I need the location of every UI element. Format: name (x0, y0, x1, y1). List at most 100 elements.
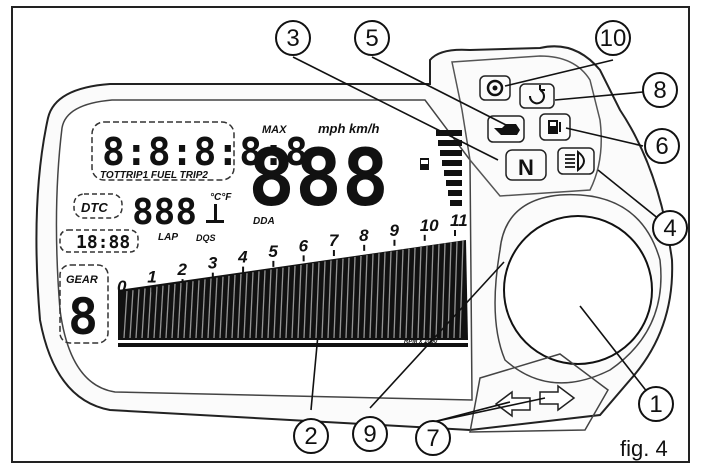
rpm-segment-divider (255, 271, 260, 339)
callout-3: 3 (275, 20, 311, 56)
rpm-tick-mark (211, 272, 214, 279)
rpm-segment-divider (279, 267, 284, 339)
callout-number: 10 (600, 25, 627, 52)
temp-digits: 888 (132, 192, 197, 233)
callout-circle (352, 416, 388, 452)
oil-pressure-icon (487, 115, 525, 143)
rpm-tick-mark (393, 239, 396, 246)
neutral-light: N (505, 149, 547, 181)
rpm-segment-divider (291, 265, 296, 339)
rpm-segment-divider (417, 246, 422, 339)
rpm-segment-divider (333, 259, 338, 339)
callout-1: 1 (638, 386, 674, 422)
rpm-segment-divider (459, 240, 464, 339)
rpm-tick-mark (302, 255, 305, 262)
lap-label: LAP (158, 232, 178, 243)
rpm-tick-mark (332, 250, 335, 257)
rpm-tick-10: 10 (420, 216, 439, 235)
callout-number: 9 (363, 421, 376, 448)
rpm-tick-0: 0 (117, 277, 127, 296)
right-turn-indicator-icon (539, 384, 576, 412)
rpm-segment-divider (189, 281, 194, 339)
rpm-segment-divider (339, 258, 344, 339)
temp-units: °C°F (210, 192, 232, 203)
rpm-segment-divider (231, 274, 236, 339)
callout-9: 9 (352, 416, 388, 452)
rpm-segment-divider (183, 282, 188, 339)
rpm-segment-divider (249, 272, 254, 339)
callout-number: 5 (365, 25, 378, 52)
callout-circle (652, 210, 688, 246)
rpm-segment-divider (315, 262, 320, 339)
rpm-tick-mark (181, 279, 184, 286)
gear-digit: 8 (68, 288, 98, 346)
callout-6: 6 (644, 128, 680, 164)
rpm-segment-divider (225, 275, 230, 339)
callout-circle (415, 420, 451, 456)
callout-circle (595, 20, 631, 56)
rpm-tick-1: 1 (147, 267, 156, 286)
rpm-segment-divider (357, 255, 362, 339)
callout-circle (642, 72, 678, 108)
rpm-tick-9: 9 (389, 221, 399, 240)
rpm-segment-divider (381, 252, 386, 339)
rpm-segment-divider (351, 256, 356, 339)
clock-frame (59, 229, 139, 253)
rpm-segment-divider (285, 266, 290, 339)
callout-7: 7 (415, 420, 451, 456)
dtc-frame (73, 193, 123, 219)
rpm-segment-divider (387, 251, 392, 339)
high-beam-icon (557, 147, 595, 175)
callout-8: 8 (642, 72, 678, 108)
rpm-segment-divider (159, 285, 164, 339)
rpm-tick-7: 7 (329, 231, 340, 250)
speed-digits: 888 (248, 134, 389, 224)
round-knob[interactable] (503, 215, 653, 365)
gear-label: GEAR (66, 274, 98, 286)
rpm-tick-2: 2 (177, 260, 188, 279)
rpm-segment-divider (369, 254, 374, 339)
callout-number: 8 (653, 77, 666, 104)
indicator-panel (469, 353, 609, 433)
callout-10: 10 (595, 20, 631, 56)
rpm-tick-mark (423, 234, 426, 241)
dtc-label: DTC (81, 200, 108, 215)
odometer-modes-label: TOTTRIP1 FUEL TRIP2 (100, 170, 208, 181)
fuel-pump-icon (420, 158, 429, 170)
immobilizer-icon (519, 83, 555, 109)
dda-label: DDA (253, 216, 275, 227)
rpm-segment-divider (435, 244, 440, 339)
rpm-segment-divider (411, 247, 416, 339)
rpm-bargraph (118, 240, 468, 340)
fuel-reserve-icon (539, 113, 571, 141)
rpm-tick-3: 3 (208, 254, 218, 273)
callout-number: 6 (655, 133, 668, 160)
rpm-segment-divider (195, 280, 200, 339)
rpm-segment-divider (393, 250, 398, 339)
rpm-segment-divider (153, 286, 158, 339)
odometer-frame (91, 121, 235, 181)
warning-light-panel (451, 55, 602, 197)
rpm-segment-divider (399, 249, 404, 339)
engine-warning-icon (479, 75, 511, 101)
rpm-segment-divider (123, 291, 128, 339)
rpm-segment-divider (273, 268, 278, 339)
rpm-tick-4: 4 (237, 248, 248, 267)
rpm-segment-divider (309, 263, 314, 339)
callout-circle (293, 418, 329, 454)
rpm-segment-divider (297, 264, 302, 339)
callout-circle (638, 386, 674, 422)
rpm-segment-divider (345, 257, 350, 339)
callout-2: 2 (293, 418, 329, 454)
rpm-segment-divider (363, 255, 368, 339)
rpm-segment-divider (213, 277, 218, 339)
rpm-tick-mark (454, 230, 456, 236)
callout-circle (644, 128, 680, 164)
rpm-segment-divider (423, 246, 428, 339)
neutral-label: N (518, 155, 534, 180)
rpm-segment-divider (171, 283, 176, 339)
rpm-tick-8: 8 (359, 226, 369, 245)
clock-digits: 18:88 (76, 232, 130, 253)
rpm-segment-divider (219, 276, 224, 339)
